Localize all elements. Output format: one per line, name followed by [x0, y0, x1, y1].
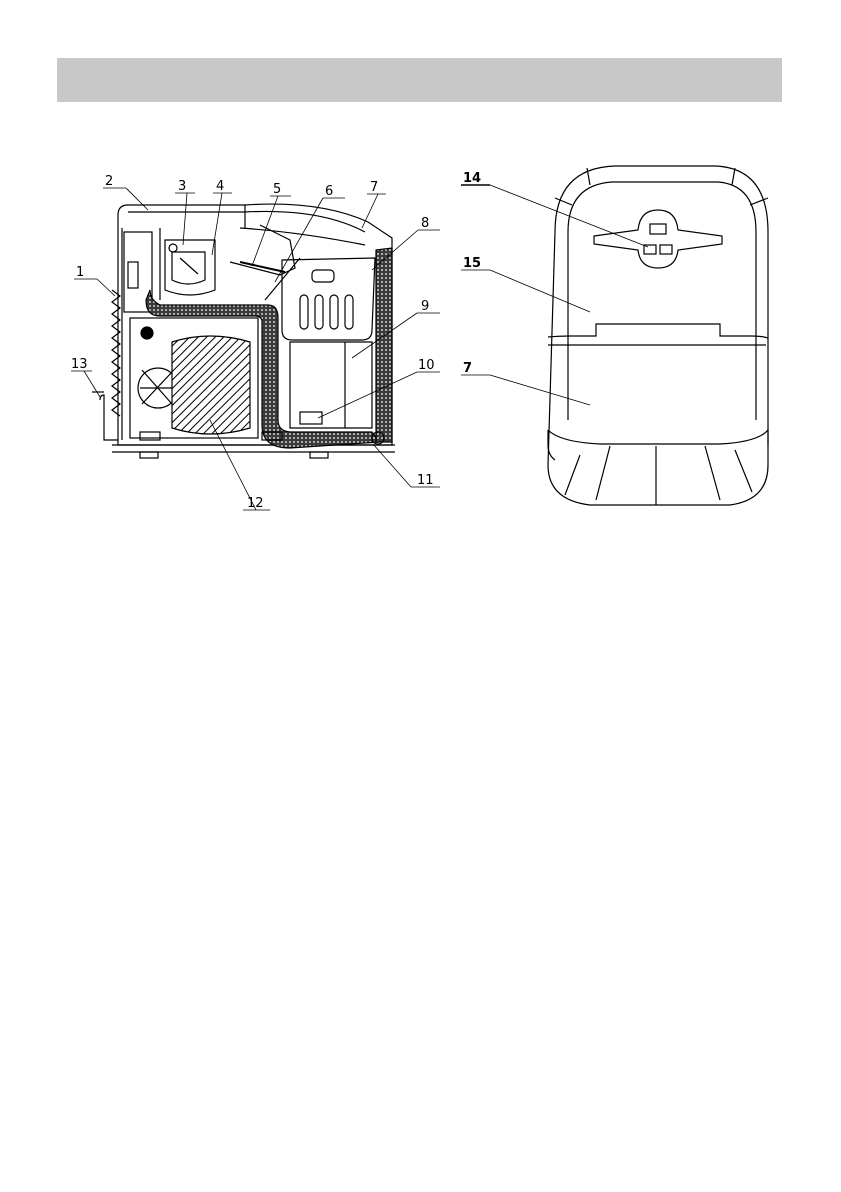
cross-section-drawing	[92, 204, 395, 458]
callout-5: 5	[273, 182, 281, 197]
callout-7-top: 7	[463, 361, 472, 376]
callout-13: 13	[71, 357, 88, 372]
top-view-drawing	[548, 166, 768, 505]
callout-9: 9	[421, 299, 429, 314]
callout-11: 11	[417, 473, 434, 488]
callout-6: 6	[325, 184, 333, 199]
callout-3: 3	[178, 179, 186, 194]
top-view-leaders	[461, 185, 648, 405]
callout-4: 4	[216, 179, 224, 194]
callout-12: 12	[247, 496, 264, 511]
callout-7: 7	[370, 180, 378, 195]
callout-10: 10	[418, 358, 435, 373]
callout-14: 14	[463, 171, 481, 186]
callout-2: 2	[105, 174, 113, 189]
top-view-callouts: 14 15 7	[463, 171, 481, 376]
callout-15: 15	[463, 256, 481, 271]
callout-1: 1	[76, 265, 84, 280]
callout-8: 8	[421, 216, 429, 231]
